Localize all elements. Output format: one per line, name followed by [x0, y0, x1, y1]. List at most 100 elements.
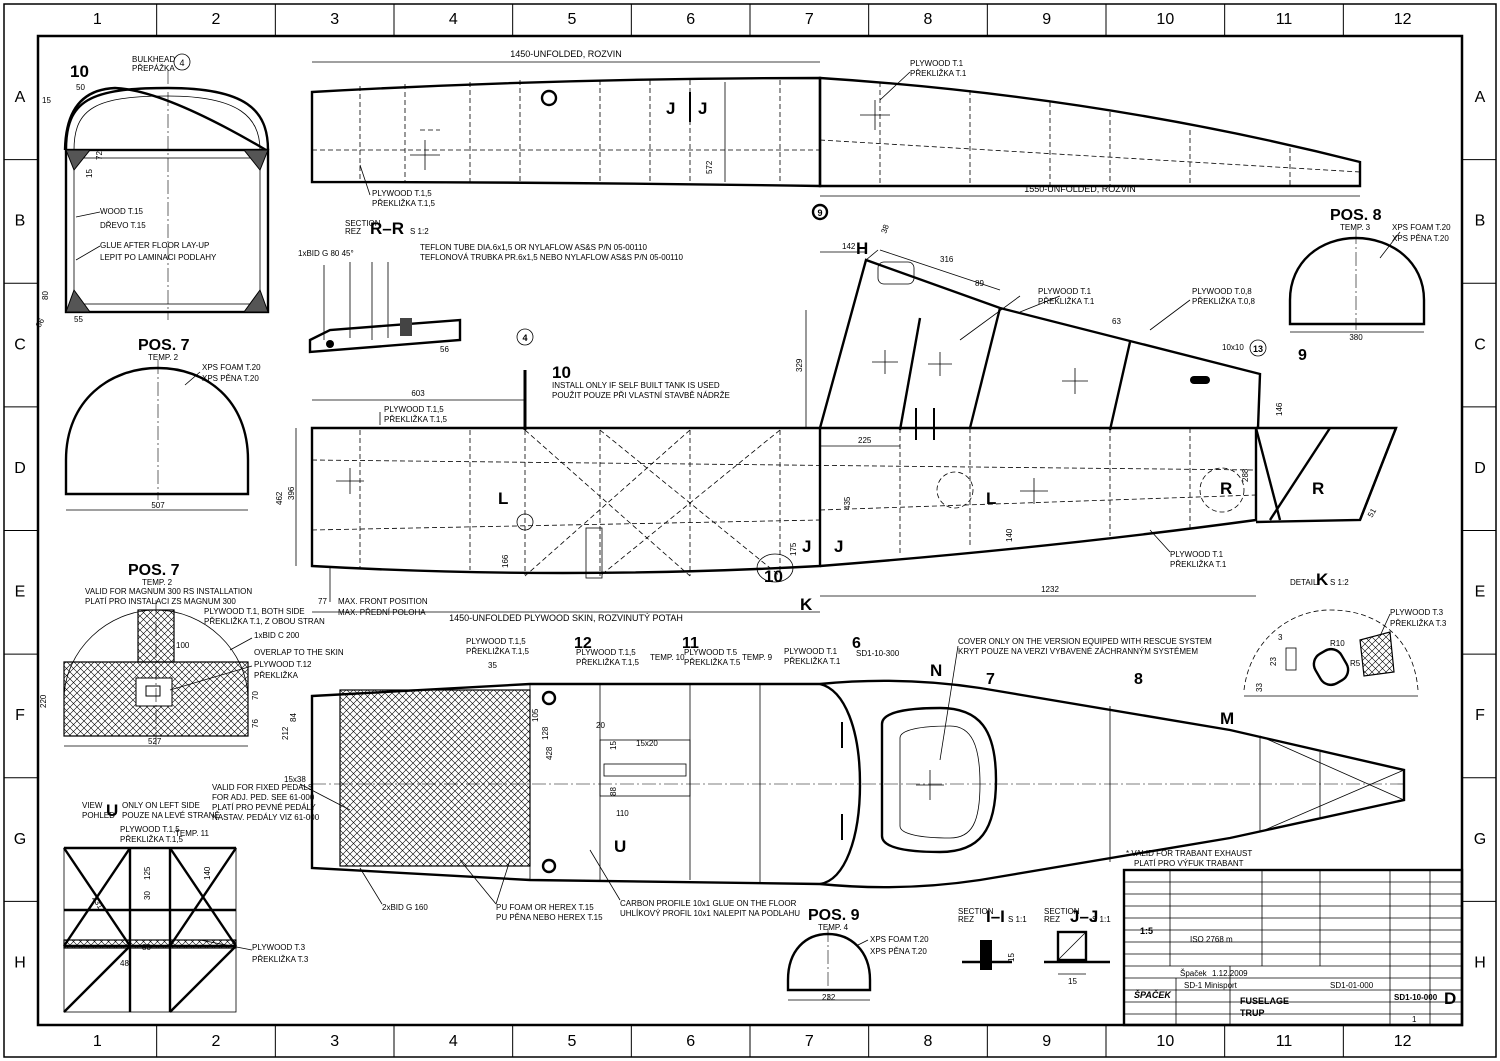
- bulkhead-view: 10 BULKHEAD PŘEPÁŽKA 4 15 50 72 15 80 86…: [34, 53, 270, 329]
- position-number: 4: [522, 333, 527, 343]
- callout: NASTAV. PEDÁLY VIZ 61-000: [212, 813, 320, 822]
- callout: PLYWOOD T.1,5: [120, 825, 180, 834]
- dim: 48: [120, 959, 129, 968]
- grid-column-label: 11: [1276, 1033, 1293, 1050]
- top-unfolded-skin: 1450-UNFOLDED, ROZVIN 572 1550-UNFOLDED,…: [310, 49, 1362, 221]
- author: Špaček: [1180, 969, 1208, 978]
- dimension-label: 1450-UNFOLDED PLYWOOD SKIN, ROZVINUTÝ PO…: [449, 613, 683, 623]
- callout: UHLÍKOVÝ PROFIL 10x1 NALEPIT NA PODLAHU: [620, 909, 800, 918]
- temp-label: TEMP. 3: [1340, 223, 1371, 232]
- callout: XPS FOAM T.20: [870, 935, 929, 944]
- callout: PŘEKLIŽKA T.1: [910, 69, 967, 78]
- sheet-size: D: [1444, 989, 1456, 1008]
- dim: 20: [596, 721, 605, 730]
- date: 1.12.2009: [1212, 969, 1248, 978]
- grid-column-label: 6: [686, 1033, 695, 1050]
- callout: PŘEKLIŽKA T.0,8: [1192, 297, 1256, 306]
- callout: POUŽIT POUZE PŘI VLASTNÍ STAVBĚ NÁDRŽE: [552, 391, 730, 400]
- dim: 35: [488, 661, 497, 670]
- grid-row-label: E: [1475, 584, 1486, 601]
- dim: 15: [609, 741, 618, 750]
- pos7-template: POS. 7 TEMP. 2 XPS FOAM T.20 XPS PĚNA T.…: [64, 337, 261, 511]
- grid-column-label: 6: [686, 11, 695, 28]
- dim: 105: [531, 708, 540, 722]
- fuselage-side-view: 4 10 INSTALL ONLY IF SELF BUILT TANK IS …: [275, 223, 1398, 623]
- detail-title: DETAIL: [1290, 578, 1318, 587]
- dim: 329: [795, 358, 804, 372]
- callout: 1xBID G 80 45°: [298, 249, 354, 258]
- dim: 316: [940, 255, 954, 264]
- grid-row-label: D: [14, 460, 26, 477]
- callout: PŘEKLIŽKA T.3: [252, 955, 309, 964]
- title-block: ISO 2768 m ŠPAČEK FUSELAGE TRUP SD1-10-0…: [1122, 868, 1464, 1027]
- callout: PŘEKLIŽKA T.3: [1390, 619, 1447, 628]
- dim: 140: [1005, 528, 1014, 542]
- dim: 23: [1269, 657, 1278, 666]
- callout: PU FOAM OR HEREX T.15: [496, 903, 594, 912]
- grid-column-label: 2: [212, 11, 221, 28]
- section-mark-n: N: [930, 661, 942, 680]
- callout: MAX. PŘEDNÍ POLOHA: [338, 608, 426, 617]
- dim: 527: [148, 737, 162, 746]
- section-mark-j: J: [666, 99, 675, 118]
- position-number: 11: [682, 635, 699, 652]
- callout: PLYWOOD T.3: [252, 943, 306, 952]
- grid-row-label: H: [14, 954, 26, 971]
- dim: 63: [1112, 317, 1121, 326]
- dimension-label: 1450-UNFOLDED, ROZVIN: [510, 49, 622, 59]
- section-mark-h: H: [856, 239, 868, 258]
- dim: 56: [440, 345, 449, 354]
- group-number: SD1-01-000: [1330, 981, 1374, 990]
- fuselage-top-view: 12 11 6 7 8 N M U PLYWOOD T.1,5 PŘEKLIŽK…: [212, 635, 1406, 922]
- section-mark-r: R: [1220, 479, 1232, 498]
- dim: 100: [176, 641, 190, 650]
- callout: PŘEKLIŽKA T.1: [1170, 560, 1227, 569]
- grid-row-label: A: [1475, 89, 1486, 106]
- grid-column-label: 4: [449, 11, 458, 28]
- callout: PLATÍ PRO VÝFUK TRABANT: [1134, 859, 1244, 868]
- grid-column-label: 1: [93, 11, 102, 28]
- section-title: SECTION: [958, 907, 994, 916]
- callout: PŘEKLIŽKA T.5: [684, 658, 741, 667]
- scale: S 1:2: [410, 227, 429, 236]
- dim: 140: [203, 866, 212, 880]
- grid-row-label: F: [15, 707, 25, 724]
- temp-label: TEMP. 4: [818, 923, 849, 932]
- pos8-template: POS. 8 TEMP. 3 XPS FOAM T.20 XPS PĚNA T.…: [1288, 207, 1451, 342]
- grid-column-label: 5: [568, 11, 577, 28]
- drawing-number: SD1-10-000: [1394, 993, 1438, 1002]
- callout: PLYWOOD T.1, BOTH SIDE: [204, 607, 305, 616]
- dim: 3: [1278, 633, 1283, 642]
- callout: 2xBID G 160: [382, 903, 428, 912]
- grid-column-label: 11: [1276, 11, 1293, 28]
- callout: PŘEKLIŽKA T.1,5: [466, 647, 530, 656]
- grid-column-label: 10: [1156, 11, 1174, 28]
- section-ii: SECTION REZ I–I S 1:1 15: [958, 907, 1027, 970]
- callout: PŘEKLIŽKA T.1,5: [120, 835, 184, 844]
- part-number: 10: [70, 62, 89, 81]
- bulkhead-title-cz: PŘEPÁŽKA: [132, 64, 175, 73]
- dim: 288: [1241, 468, 1250, 482]
- callout: POUZE NA LEVÉ STRANĚ: [122, 811, 220, 820]
- dim: 80: [41, 291, 50, 300]
- callout: XPS PĚNA T.20: [870, 947, 927, 956]
- callout: 1xBID C 200: [254, 631, 300, 640]
- wood-label: WOOD T.15: [100, 207, 144, 216]
- section-jj: SECTION REZ J–J S 1:1 15: [1044, 907, 1111, 986]
- position-number: 9: [1298, 347, 1307, 364]
- dim: R5: [1350, 659, 1361, 668]
- callout: KRYT POUZE NA VERZI VYBAVENÉ ZÁCHRANNÝM …: [958, 647, 1198, 656]
- scale: S 1:1: [1092, 915, 1111, 924]
- section-mark-m: M: [1220, 709, 1234, 728]
- section-mark-j: J: [802, 537, 811, 556]
- dim: 77: [318, 597, 327, 606]
- dim: 128: [541, 726, 550, 740]
- dim: 603: [411, 389, 425, 398]
- pos-title: POS. 8: [1330, 207, 1382, 224]
- grid-column-label: 7: [805, 1033, 814, 1050]
- section-id: R–R: [370, 219, 404, 238]
- dim: 175: [789, 542, 798, 556]
- grid-row-label: G: [14, 831, 26, 848]
